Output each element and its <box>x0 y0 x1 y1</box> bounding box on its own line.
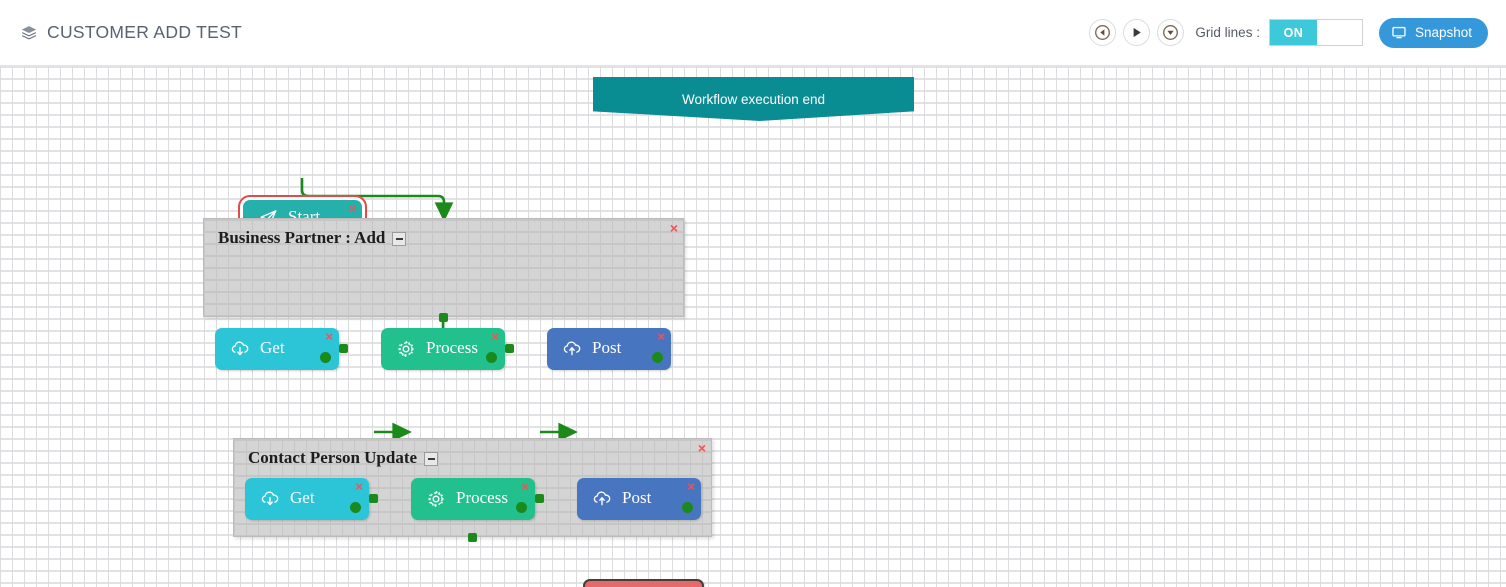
node-process-2-close-icon[interactable]: × <box>521 479 529 494</box>
gear-icon <box>425 488 447 510</box>
node-post-1[interactable]: Post × <box>547 328 671 370</box>
monitor-icon <box>1392 26 1408 40</box>
gridlines-toggle-on-label: ON <box>1269 20 1317 45</box>
node-end[interactable]: End × <box>583 579 704 587</box>
node-process-1[interactable]: Process × <box>381 328 505 370</box>
group-business-partner-add-title-text: Business Partner : Add <box>218 228 386 247</box>
circle-arrow-left-icon[interactable] <box>1089 19 1117 46</box>
node-end-close-icon[interactable]: × <box>688 583 696 587</box>
gear-icon <box>395 338 417 360</box>
node-post-2[interactable]: Post × <box>577 478 701 520</box>
node-post-1-close-icon[interactable]: × <box>657 329 665 344</box>
group-business-partner-add-title: Business Partner : Add <box>218 228 407 248</box>
group-contact-person-update-collapse-icon[interactable] <box>424 452 439 466</box>
node-process-1-label: Process <box>426 338 478 357</box>
connector-layer <box>300 178 653 517</box>
cloud-upload-icon <box>591 488 613 510</box>
node-post-2-label: Post <box>622 488 652 507</box>
page-title-group: CUSTOMER ADD TEST <box>20 22 242 43</box>
snapshot-button-label: Snapshot <box>1414 25 1472 40</box>
node-start-close-icon[interactable]: × <box>348 201 356 216</box>
anchor-get-1-right[interactable] <box>339 344 348 353</box>
header-toolbar: Grid lines : ON Snapshot <box>1089 17 1488 48</box>
workflow-canvas[interactable]: Workflow execution end Start × Business … <box>0 66 1506 587</box>
group-contact-person-update-title-text: Contact Person Update <box>248 448 418 467</box>
cloud-upload-icon <box>561 338 583 360</box>
workflow-execution-banner-text: Workflow execution end <box>681 91 826 107</box>
node-get-1-close-icon[interactable]: × <box>325 329 333 344</box>
node-get-1-status-dot <box>320 352 331 363</box>
snapshot-button[interactable]: Snapshot <box>1378 17 1488 48</box>
app-header: CUSTOMER ADD TEST Grid lines : ON <box>0 0 1506 66</box>
gridlines-toggle[interactable]: ON <box>1268 19 1363 46</box>
node-process-1-close-icon[interactable]: × <box>491 329 499 344</box>
layers-icon <box>20 24 38 42</box>
group-business-partner-add[interactable]: Business Partner : Add × <box>203 218 684 317</box>
node-post-2-close-icon[interactable]: × <box>687 479 695 494</box>
node-get-2-status-dot <box>350 502 361 513</box>
cloud-download-icon <box>259 488 281 510</box>
node-process-1-status-dot <box>486 352 497 363</box>
anchor-get-2-right[interactable] <box>369 494 378 503</box>
node-process-2[interactable]: Process × <box>411 478 535 520</box>
anchor-group2-bottom[interactable] <box>468 533 477 542</box>
circle-arrow-down-icon[interactable] <box>1157 19 1185 46</box>
group-business-partner-add-collapse-icon[interactable] <box>392 232 407 246</box>
node-process-2-label: Process <box>456 488 508 507</box>
node-get-2-label: Get <box>290 488 315 507</box>
page-title: CUSTOMER ADD TEST <box>47 22 243 42</box>
group-contact-person-update-title: Contact Person Update <box>248 448 439 468</box>
node-post-2-status-dot <box>682 502 693 513</box>
node-get-2[interactable]: Get × <box>245 478 369 520</box>
node-process-2-status-dot <box>516 502 527 513</box>
node-get-1[interactable]: Get × <box>215 328 339 370</box>
node-get-1-label: Get <box>260 338 285 357</box>
workflow-execution-banner: Workflow execution end <box>593 77 914 121</box>
node-post-1-status-dot <box>652 352 663 363</box>
gridlines-toggle-track <box>1316 20 1362 45</box>
anchor-group1-bottom[interactable] <box>439 313 448 322</box>
play-icon[interactable] <box>1123 19 1151 46</box>
anchor-process-1-right[interactable] <box>505 344 514 353</box>
node-get-2-close-icon[interactable]: × <box>355 479 363 494</box>
gridlines-label: Grid lines : <box>1195 25 1260 40</box>
group-business-partner-add-close-icon[interactable]: × <box>669 220 678 236</box>
node-post-1-label: Post <box>592 338 622 357</box>
anchor-process-2-right[interactable] <box>535 494 544 503</box>
cloud-download-icon <box>229 338 251 360</box>
group-contact-person-update-close-icon[interactable]: × <box>697 440 706 456</box>
